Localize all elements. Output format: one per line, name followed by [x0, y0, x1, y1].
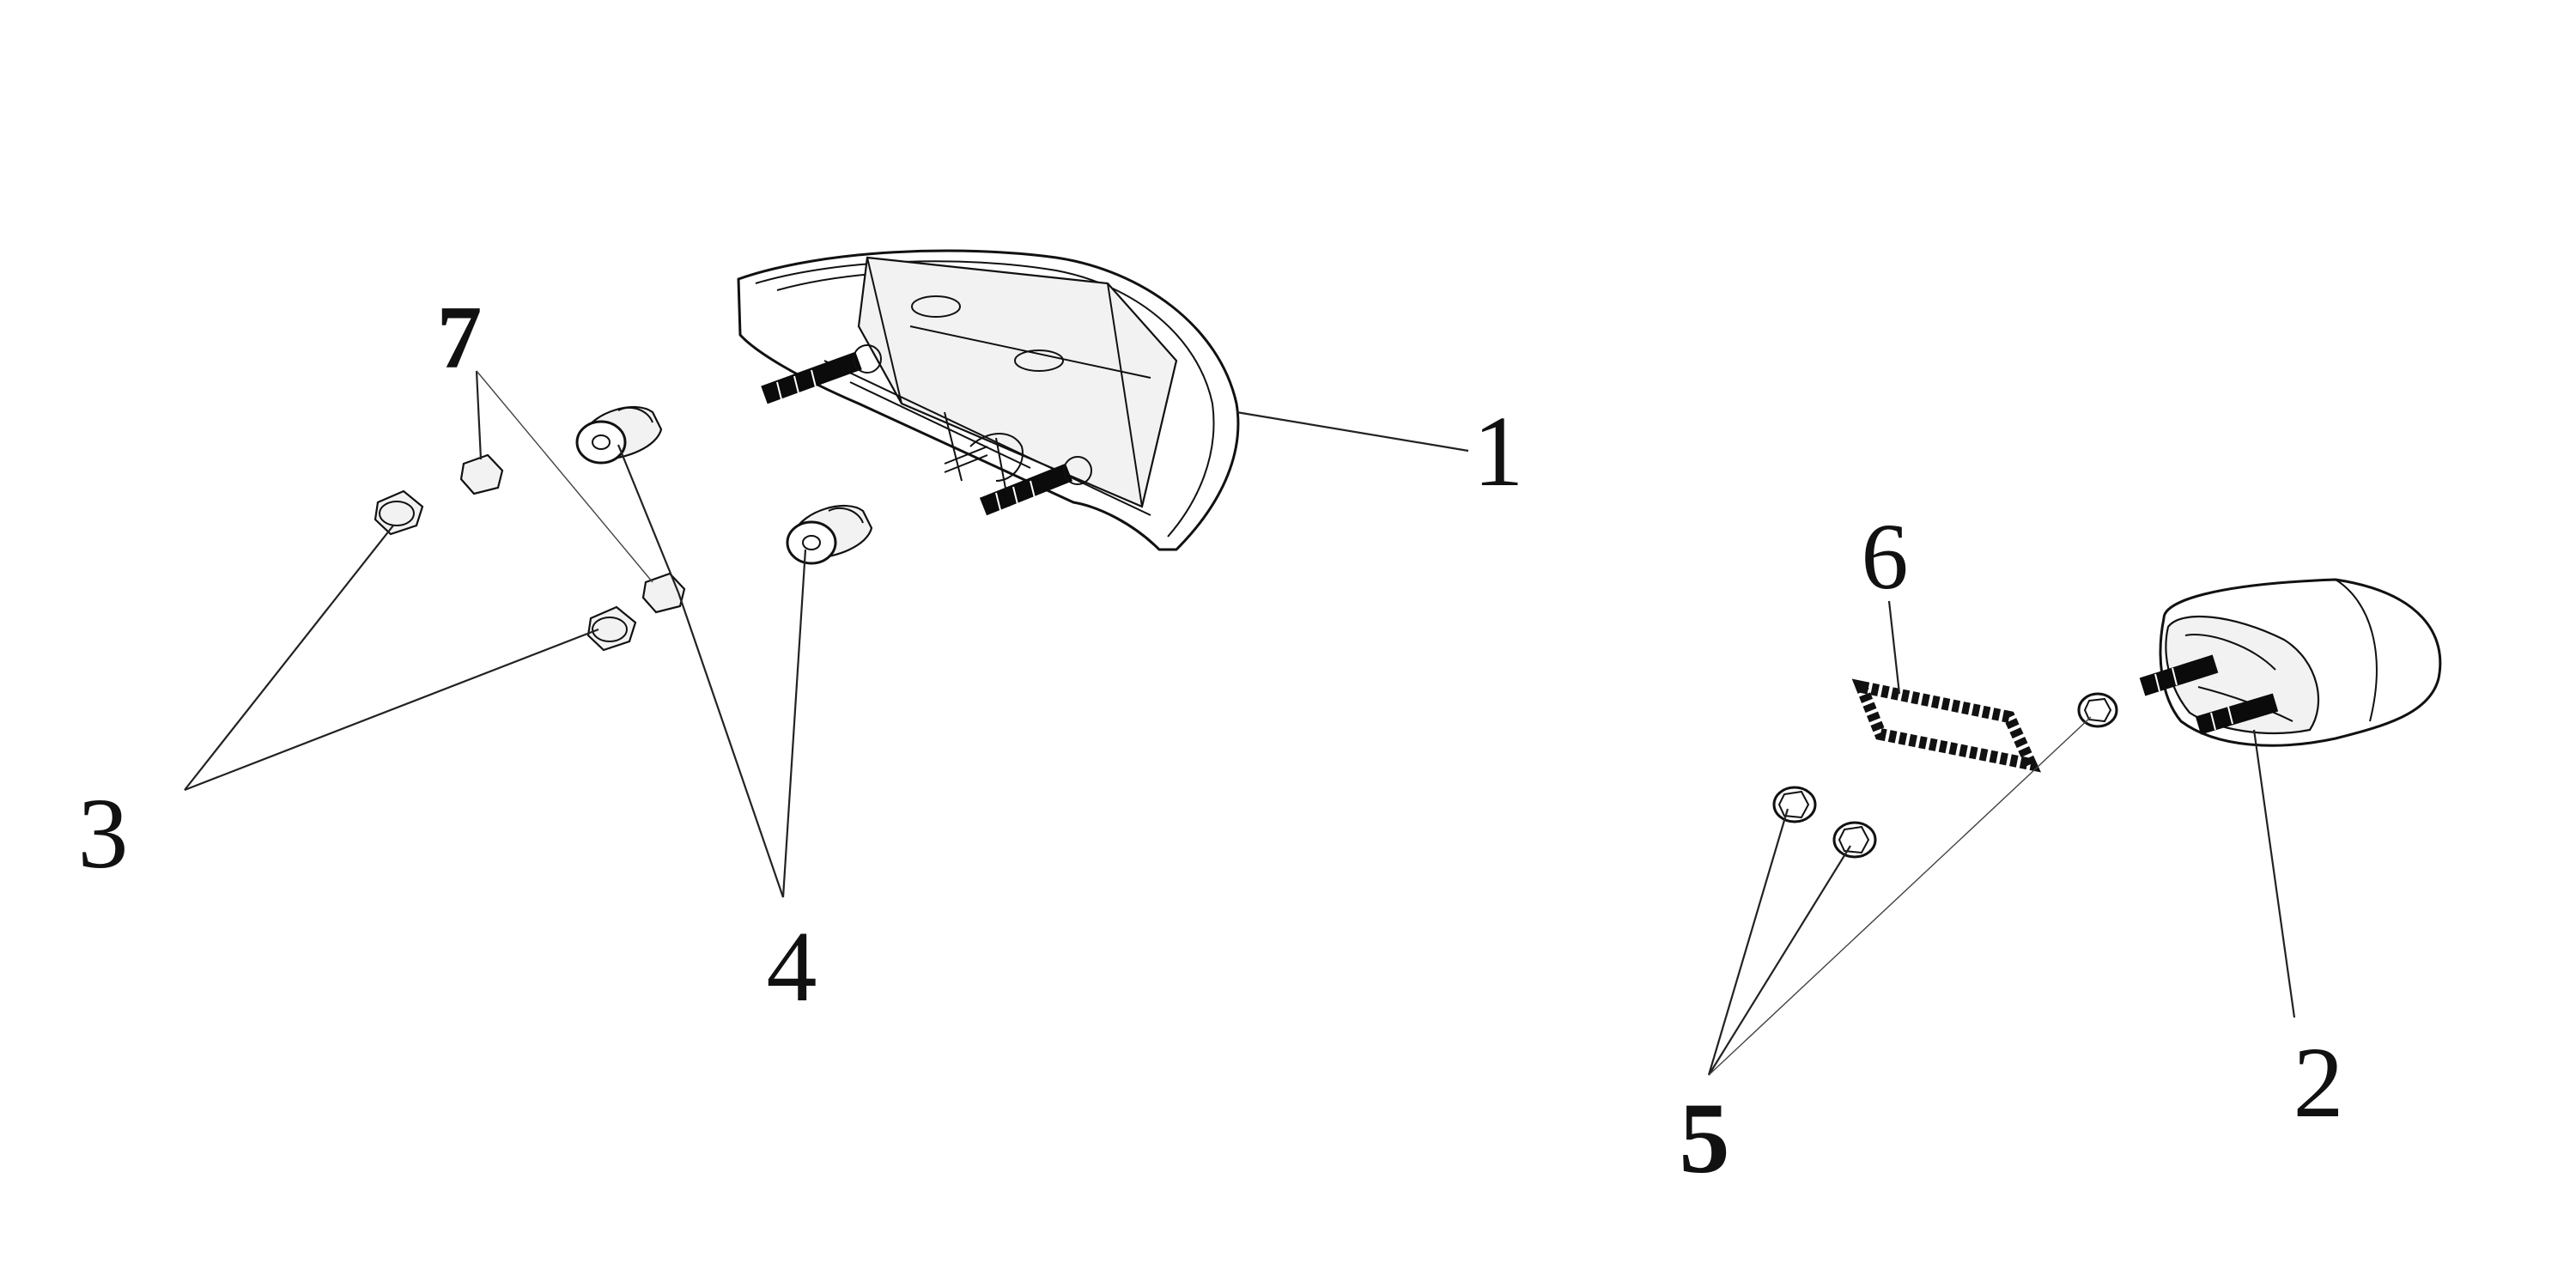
part-7-nut-a	[459, 453, 504, 495]
callout-2: 2	[2293, 1026, 2344, 1139]
callout-3: 3	[78, 777, 129, 890]
callout-1: 1	[1473, 395, 1524, 507]
part-5-nut-b	[1832, 821, 1877, 859]
part-4-bushing-a	[575, 405, 663, 465]
callout-4: 4	[767, 910, 817, 1023]
part-3-nut-b	[586, 605, 637, 652]
part-2-lamp	[2139, 578, 2442, 747]
part-4-bushing-b	[786, 504, 873, 565]
callout-5: 5	[1680, 1082, 1730, 1194]
part-5-nut-c	[2077, 692, 2118, 728]
part-6-lens	[1851, 678, 2042, 773]
callout-6: 6	[1862, 504, 1909, 609]
part-3-nut-a	[374, 489, 424, 536]
part-5-nut-a	[1772, 786, 1817, 823]
part-1-housing	[737, 249, 1240, 551]
leader-lines	[184, 370, 2296, 1076]
callout-7: 7	[437, 287, 483, 387]
